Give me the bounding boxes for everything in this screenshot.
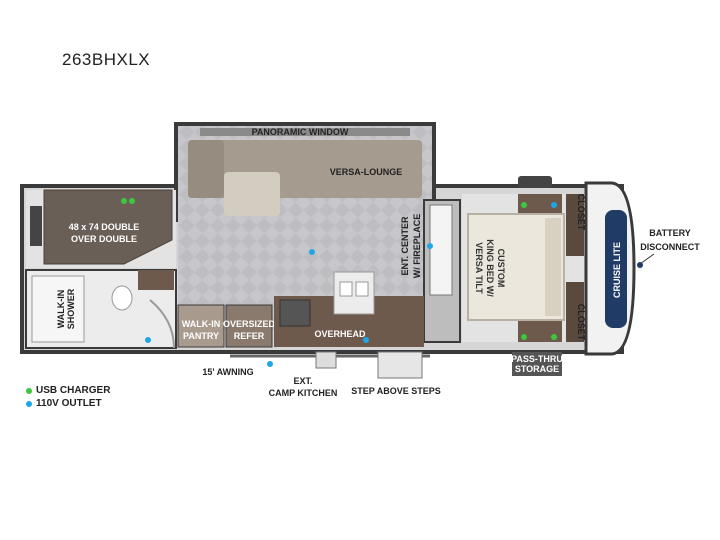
brand-text: CRUISE LITE: [612, 242, 622, 298]
refer-label-1: OVERSIZED: [223, 319, 276, 329]
bunk-bed-label-1: 48 x 74 DOUBLE: [69, 222, 140, 232]
pantry-label-1: WALK-IN: [182, 319, 221, 329]
sink-left: [339, 281, 353, 297]
legend-outlet-label: 110V OUTLET: [36, 398, 102, 409]
king-bed-label-1: CUSTOM: [496, 249, 506, 288]
bunk-bed-label-2: OVER DOUBLE: [71, 234, 137, 244]
outlet-marker: [551, 202, 557, 208]
outlet-marker: [363, 337, 369, 343]
bath-door: [149, 299, 175, 349]
ext-camp-kitchen: [315, 351, 337, 369]
model-number: 263BHXLX: [62, 50, 151, 69]
overhead-label: OVERHEAD: [314, 329, 366, 339]
king-pillows: [545, 218, 561, 316]
walk-in-shower: [31, 275, 85, 343]
camp-kitchen-label-2: CAMP KITCHEN: [269, 388, 338, 398]
pass-thru-storage: [512, 352, 562, 376]
king-bed-label-3: VERSA TILT: [474, 242, 484, 294]
shower-label-1: WALK-IN: [56, 290, 66, 329]
legend-outlet: 110V OUTLET: [26, 397, 110, 410]
ent-center-label-2: W/ FIREPLACE: [412, 214, 422, 279]
usb-marker: [521, 202, 527, 208]
toilet: [111, 285, 133, 311]
outlet-dot-icon: [26, 400, 32, 407]
step-label: STEP ABOVE STEPS: [351, 386, 441, 396]
outlet-marker: [145, 337, 151, 343]
closet-label-top: CLOSET: [576, 194, 586, 231]
outlet-marker: [427, 243, 433, 249]
walk-in-pantry: [177, 304, 225, 348]
outlet-marker: [267, 361, 273, 367]
nightstand-bottom: [518, 320, 562, 342]
sink-right: [355, 281, 369, 297]
camp-kitchen-label-1: EXT.: [293, 376, 312, 386]
battery-marker: [637, 262, 643, 268]
awning-label: 15' AWNING: [202, 367, 253, 377]
refer-label-2: REFER: [234, 331, 265, 341]
bath-vanity: [138, 270, 174, 290]
battery-label-2: DISCONNECT: [640, 242, 700, 252]
usb-marker: [521, 334, 527, 340]
ent-center-label-1: ENT. CENTER: [400, 216, 410, 276]
lounge-arm: [188, 140, 224, 198]
battery-label-1: BATTERY: [649, 228, 691, 238]
panoramic-window-label: PANORAMIC WINDOW: [252, 127, 349, 137]
stove: [279, 299, 311, 327]
bunk-bed: [43, 189, 173, 265]
usb-marker: [551, 334, 557, 340]
brand-badge: [605, 210, 627, 328]
king-bed-label-2: KING BED W/: [485, 239, 495, 297]
pass-thru-label-2: STORAGE: [515, 364, 559, 374]
usb-dot-icon: [26, 387, 32, 394]
pass-thru-label-1: PASS-THRU: [511, 354, 563, 364]
legend: USB CHARGER 110V OUTLET: [26, 384, 110, 410]
entry-steps: [377, 351, 423, 379]
shower-label-2: SHOWER: [66, 288, 76, 329]
propane-box: [518, 176, 552, 188]
oversized-refer: [225, 304, 273, 348]
legend-usb: USB CHARGER: [26, 384, 110, 397]
closet-bottom: [566, 282, 584, 342]
ent-center: [429, 204, 453, 296]
panoramic-window: [200, 128, 410, 136]
outlet-marker: [309, 249, 315, 255]
closet-top: [566, 194, 584, 256]
closet-label-bottom: CLOSET: [576, 304, 586, 341]
legend-usb-label: USB CHARGER: [36, 385, 111, 396]
battery-leader: [639, 253, 655, 265]
usb-marker: [121, 198, 127, 204]
lounge-seat: [224, 172, 280, 216]
usb-marker: [129, 198, 135, 204]
nightstand-top: [518, 194, 562, 216]
versa-lounge-label: VERSA-LOUNGE: [330, 167, 403, 177]
rear-window: [30, 206, 42, 246]
pantry-label-2: PANTRY: [183, 331, 219, 341]
